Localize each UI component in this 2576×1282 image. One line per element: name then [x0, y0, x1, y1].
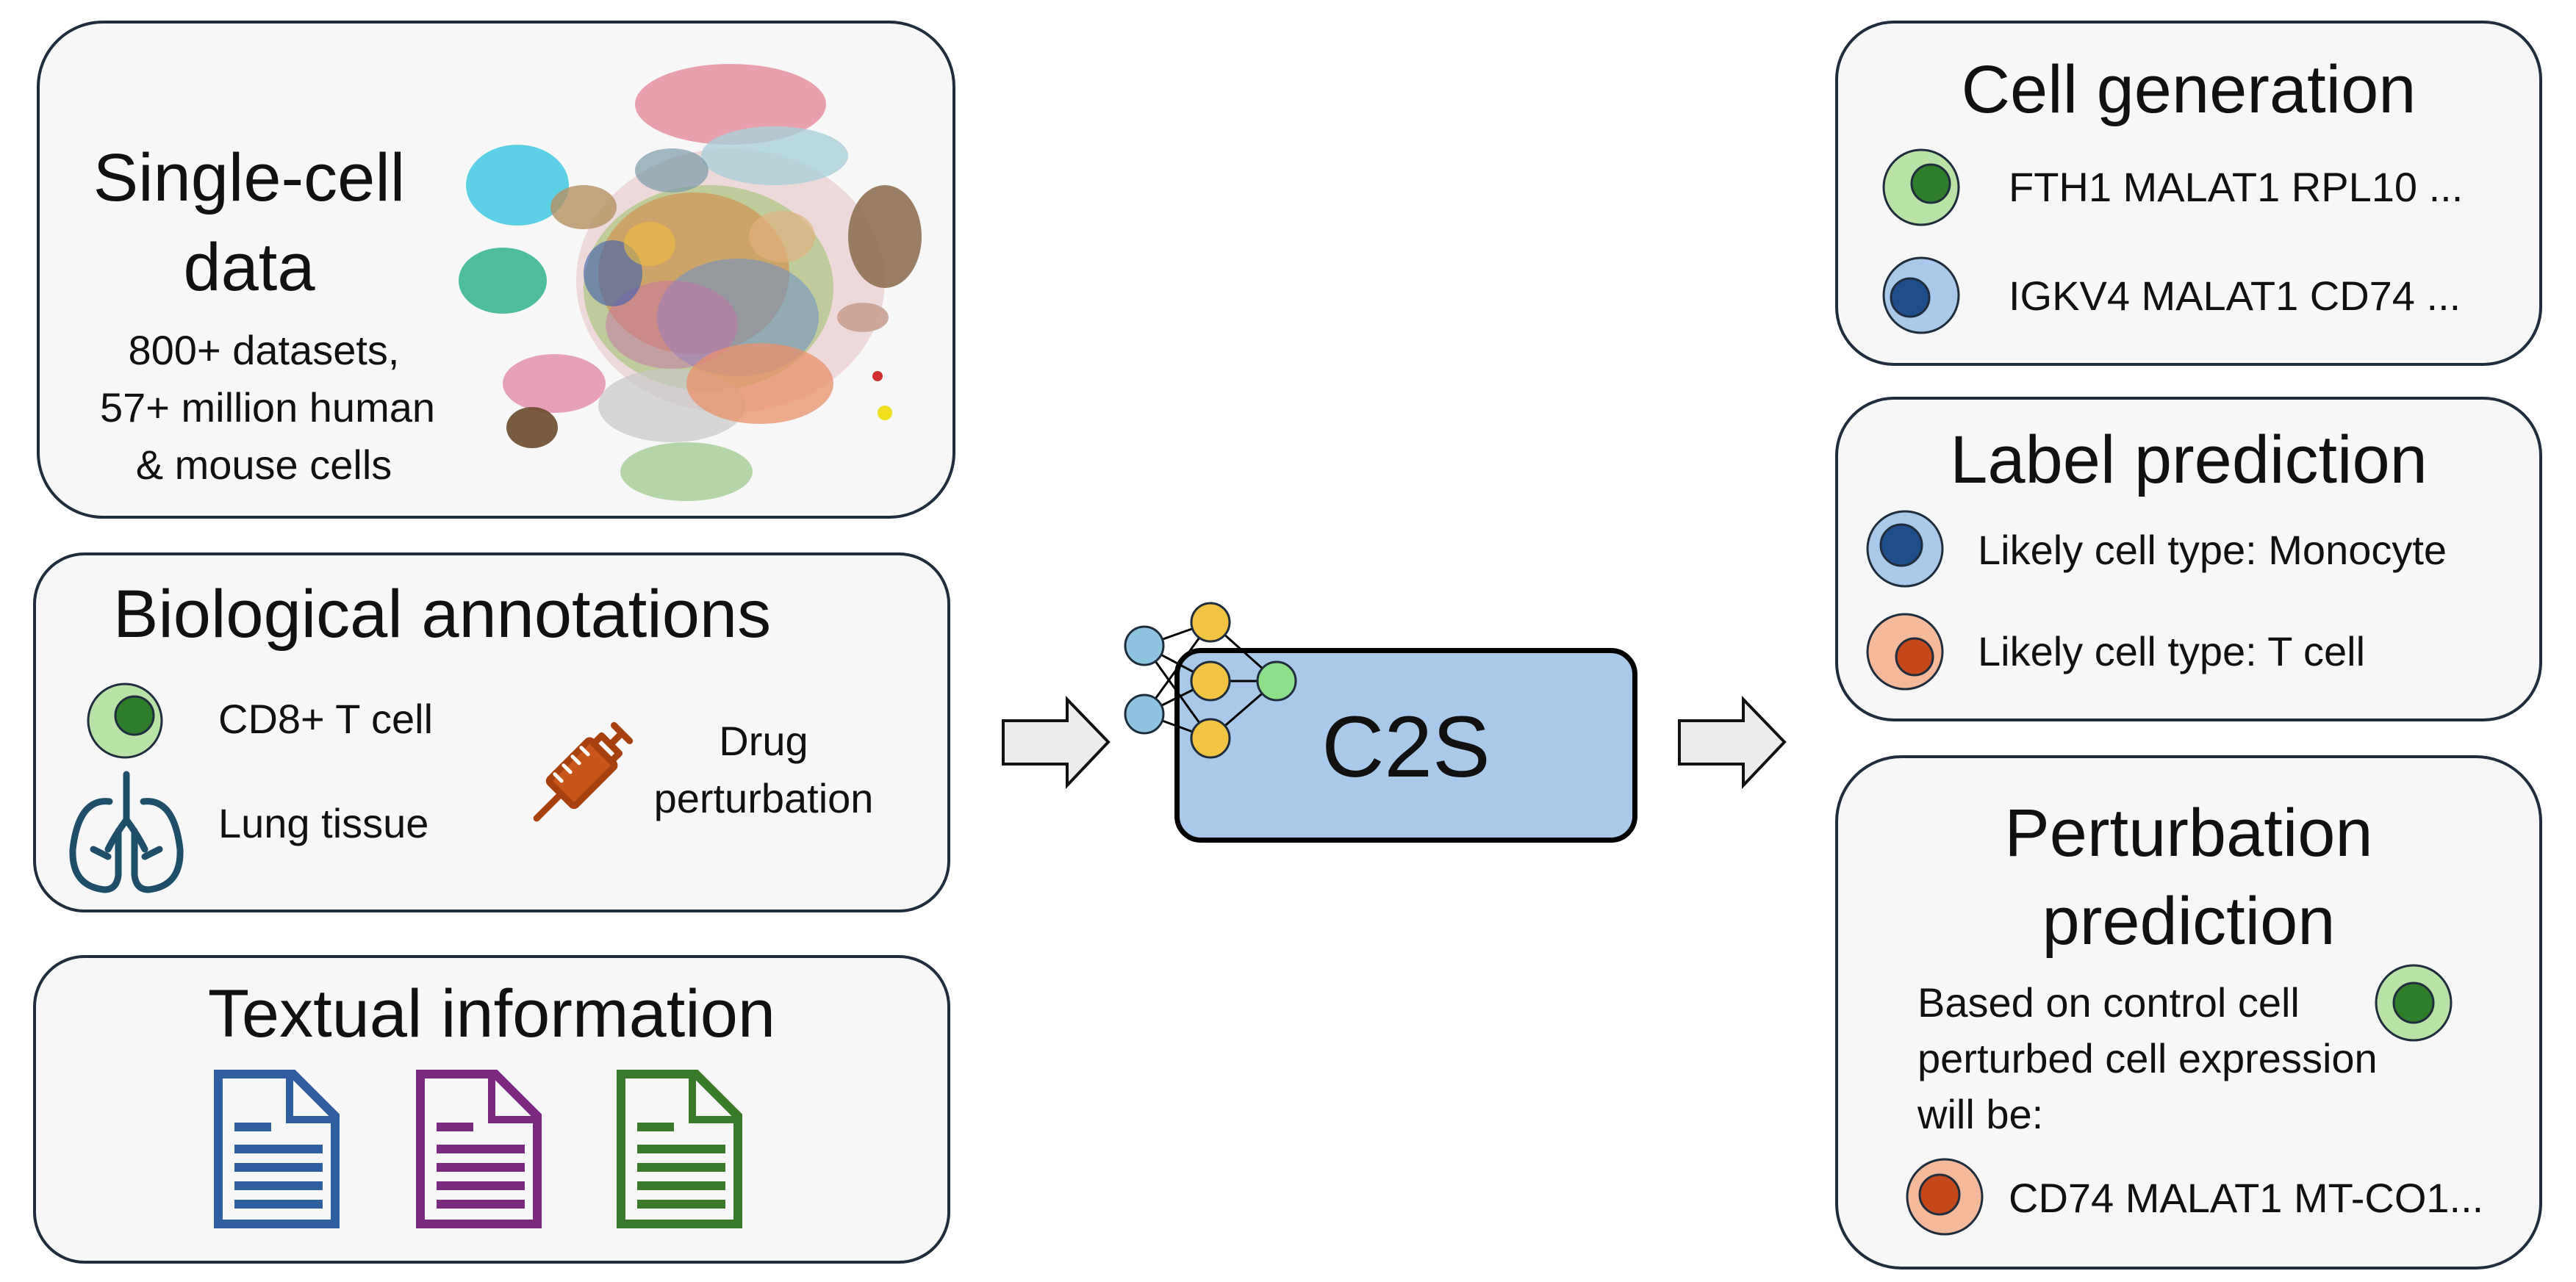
- blue-cell-icon: [1882, 256, 1960, 334]
- perturbation-desc-line3: will be:: [1917, 1091, 2044, 1137]
- drug-perturbation-label-line2: perturbation: [653, 775, 874, 821]
- generated-cell-genes-2: IGKV4 MALAT1 CD74 ...: [2009, 273, 2461, 319]
- document-icon-purple: [416, 1070, 542, 1228]
- likely-cell-type-monocyte: Likely cell type: Monocyte: [1978, 527, 2447, 573]
- lungs-icon: [69, 771, 184, 893]
- monocyte-cell-icon: [1866, 510, 1944, 588]
- perturbed-cell-icon: [1906, 1158, 1984, 1236]
- perturbed-cell-genes: CD74 MALAT1 MT-CO1...: [2009, 1175, 2484, 1221]
- label-prediction-title: Label prediction: [1950, 422, 2428, 497]
- perturbation-title-line2: prediction: [2042, 884, 2336, 959]
- document-icon-green: [617, 1070, 742, 1228]
- label-prediction-panel: Label prediction Likely cell type: Monoc…: [1835, 397, 2542, 721]
- textual-info-title: Textual information: [207, 976, 776, 1051]
- biological-annotations-panel: Biological annotations CD8+ T cell Lung …: [33, 552, 950, 912]
- single-cell-title-line1: Single-cell: [93, 140, 406, 215]
- perturbation-prediction-panel: Perturbation prediction Based on control…: [1835, 755, 2542, 1270]
- neural-network-icon: [1124, 602, 1297, 759]
- single-cell-title-line2: data: [183, 230, 315, 305]
- generated-cell-genes-1: FTH1 MALAT1 RPL10 ...: [2009, 164, 2464, 210]
- umap-scatter-illustration: [459, 64, 922, 501]
- likely-cell-type-t-cell: Likely cell type: T cell: [1978, 628, 2366, 674]
- perturbation-desc-line2: perturbed cell expression: [1917, 1035, 2378, 1081]
- input-arrow: [1002, 696, 1111, 790]
- perturbation-desc-line1: Based on control cell: [1917, 979, 2300, 1026]
- single-cell-data-panel: Single-cell data 800+ datasets, 57+ mill…: [37, 21, 955, 519]
- textual-information-panel: Textual information: [33, 955, 950, 1264]
- single-cell-stats-line3: & mouse cells: [135, 442, 392, 488]
- single-cell-stats-line2: 57+ million human: [99, 384, 436, 431]
- t-cell-orange-icon: [1866, 613, 1944, 691]
- syringe-icon: [533, 721, 634, 822]
- green-cell-icon: [1882, 148, 1960, 226]
- cd8-t-cell-label: CD8+ T cell: [218, 696, 434, 742]
- bio-annotations-title: Biological annotations: [113, 577, 772, 652]
- perturbation-title-line1: Perturbation: [2004, 796, 2373, 871]
- control-cell-icon: [2375, 964, 2453, 1042]
- lung-tissue-label: Lung tissue: [218, 800, 429, 846]
- document-icon-blue: [214, 1070, 340, 1228]
- drug-perturbation-label-line1: Drug: [719, 718, 808, 764]
- cell-generation-title: Cell generation: [1961, 52, 2417, 127]
- output-arrow: [1678, 696, 1787, 790]
- c2s-label: C2S: [1321, 699, 1490, 796]
- t-cell-icon: [87, 683, 163, 759]
- cell-generation-panel: Cell generation FTH1 MALAT1 RPL10 ... IG…: [1835, 21, 2542, 366]
- single-cell-stats-line1: 800+ datasets,: [128, 327, 400, 373]
